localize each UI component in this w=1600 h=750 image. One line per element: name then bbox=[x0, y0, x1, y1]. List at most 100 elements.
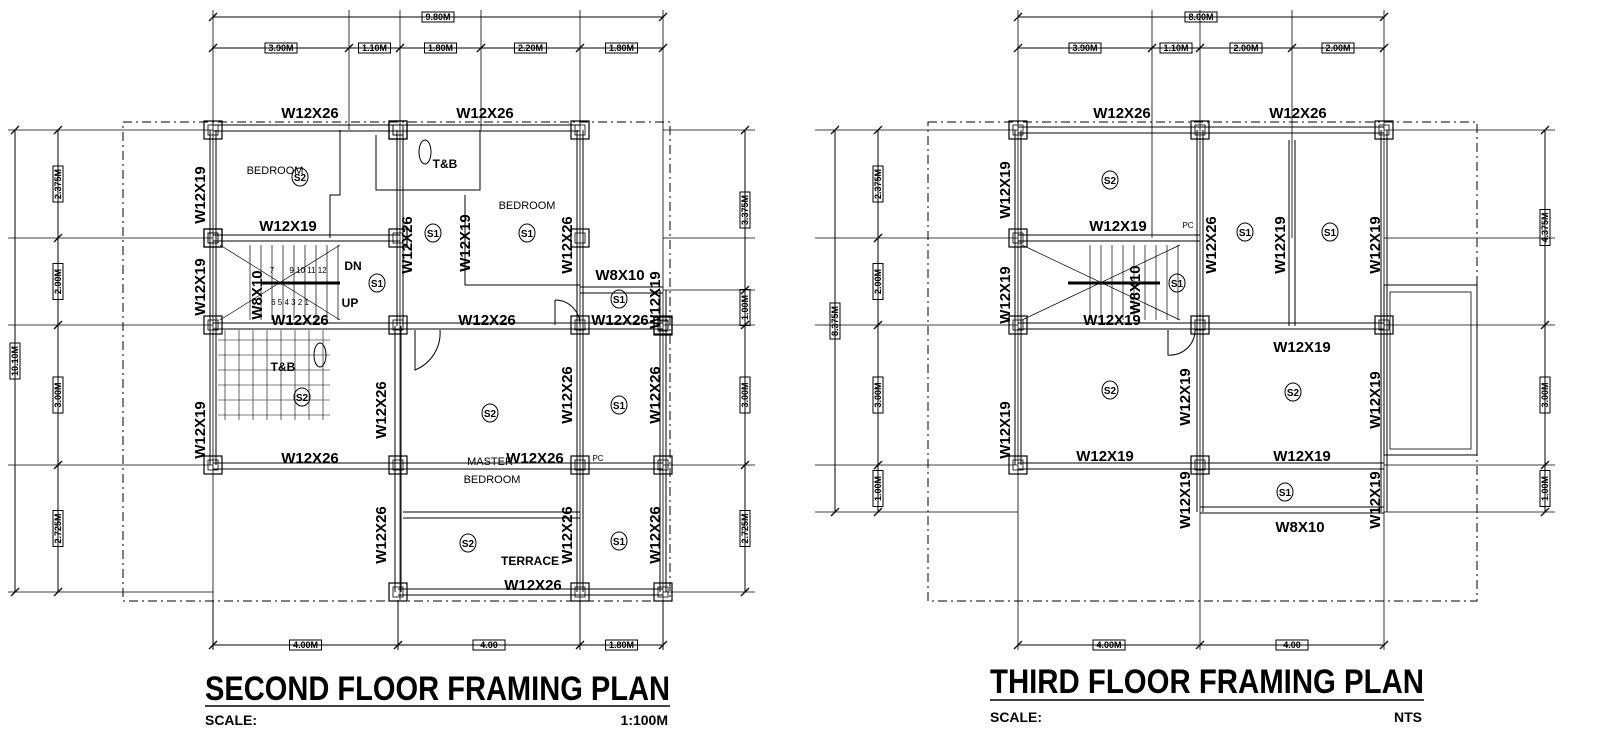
column bbox=[570, 582, 590, 602]
beam-label: W12X19 bbox=[192, 166, 209, 224]
dimension-left: 2.375M bbox=[873, 169, 883, 199]
third-floor-scale-value: NTS bbox=[1394, 709, 1422, 725]
room-label: UP bbox=[342, 296, 359, 310]
dim-mask bbox=[605, 42, 638, 54]
dimension-tick bbox=[395, 43, 405, 53]
dimension-tick bbox=[830, 507, 840, 517]
dimension-tick bbox=[208, 640, 218, 650]
slab-mark-circle bbox=[1276, 482, 1294, 502]
dimension-tick bbox=[740, 460, 750, 470]
dimension-top: 2.00M bbox=[1325, 43, 1350, 53]
dim-mask bbox=[1068, 42, 1102, 54]
column bbox=[570, 315, 590, 335]
dim-mask bbox=[358, 42, 391, 54]
slab-mark: S2 bbox=[294, 173, 307, 184]
dim-mask bbox=[1092, 639, 1126, 651]
dim-mask bbox=[1539, 209, 1551, 246]
roof-outline-dashed bbox=[927, 121, 1478, 602]
dim-mask bbox=[872, 165, 884, 203]
column-core bbox=[392, 319, 404, 331]
dimension-left: 2.00M bbox=[53, 269, 63, 294]
slab-mark-circle bbox=[610, 395, 628, 415]
beam-label: W12X19 bbox=[1273, 448, 1331, 465]
beam-label: W12X26 bbox=[271, 312, 329, 329]
column bbox=[388, 120, 408, 140]
slab-mark: S2 bbox=[296, 393, 309, 404]
beam-label: W12X19 bbox=[1367, 371, 1384, 429]
dim-mask bbox=[472, 639, 506, 651]
dim-mask bbox=[52, 263, 64, 300]
column bbox=[203, 120, 223, 140]
column bbox=[1008, 228, 1028, 248]
beam-label: W12X19 bbox=[997, 401, 1014, 459]
room-label: DN bbox=[344, 259, 361, 273]
slab-mark-circle bbox=[459, 533, 477, 553]
column bbox=[1374, 315, 1394, 335]
column-core bbox=[207, 459, 219, 471]
slab-mark-circle bbox=[518, 223, 536, 243]
dimension-top: 2.00M bbox=[1233, 43, 1258, 53]
beam-label: W12X26 bbox=[399, 216, 416, 274]
dimension-tick bbox=[1013, 640, 1023, 650]
dimension-tick bbox=[1287, 43, 1297, 53]
slab-mark: S2 bbox=[1104, 386, 1117, 397]
wall bbox=[464, 195, 580, 286]
dimension-overall-top: 9.80M bbox=[425, 12, 450, 22]
dimension-tick bbox=[1379, 640, 1389, 650]
balcony-inner bbox=[1389, 291, 1472, 450]
dim-mask bbox=[9, 342, 21, 380]
column bbox=[570, 455, 590, 475]
dim-mask bbox=[1321, 42, 1355, 54]
slab-mark-circle bbox=[610, 531, 628, 551]
slab-mark: S2 bbox=[1287, 388, 1300, 399]
pc-label: PC bbox=[1182, 221, 1193, 230]
column-core bbox=[574, 124, 586, 136]
column bbox=[388, 120, 408, 140]
dimension-tick bbox=[575, 43, 585, 53]
stair-number: 7 bbox=[270, 266, 275, 275]
beam-label: W12X26 bbox=[591, 312, 649, 329]
dim-mask bbox=[1539, 470, 1551, 507]
dimension-tick bbox=[1540, 460, 1550, 470]
slab-mark-circle bbox=[1101, 380, 1119, 400]
dimension-tick bbox=[658, 640, 668, 650]
dimension-tick bbox=[1195, 43, 1205, 53]
slab-mark-circle bbox=[424, 223, 442, 243]
dimension-tick bbox=[740, 587, 750, 597]
dimension-bottom: 4.00M bbox=[1096, 640, 1121, 650]
dimension-tick bbox=[393, 640, 403, 650]
column-core bbox=[392, 459, 404, 471]
column bbox=[653, 582, 673, 602]
dim-mask bbox=[872, 263, 884, 300]
dim-mask bbox=[52, 165, 64, 203]
dimension-tick bbox=[575, 640, 585, 650]
column bbox=[388, 228, 408, 248]
beam-label: W12X26 bbox=[1203, 216, 1220, 274]
beam-label: W12X26 bbox=[559, 216, 576, 274]
dimension-right: 3.375M bbox=[740, 195, 750, 225]
beam-label: W12X19 bbox=[1273, 339, 1331, 356]
dimension-tick bbox=[1379, 43, 1389, 53]
dimension-tick bbox=[1540, 125, 1550, 135]
dimension-tick bbox=[10, 587, 20, 597]
slab-mark: S1 bbox=[371, 279, 384, 290]
beam-label: W8X10 bbox=[1275, 519, 1324, 536]
dimension-left: 3.00M bbox=[53, 382, 63, 407]
column bbox=[203, 315, 223, 335]
slab-mark: S1 bbox=[1171, 279, 1184, 290]
room-label: BEDROOM bbox=[499, 200, 556, 212]
column bbox=[570, 120, 590, 140]
column-core bbox=[1012, 459, 1024, 471]
column-core bbox=[1378, 124, 1390, 136]
column bbox=[203, 228, 223, 248]
balcony bbox=[1383, 284, 1478, 456]
dim-mask bbox=[514, 42, 547, 54]
beam-label: W12X19 bbox=[192, 401, 209, 459]
dim-mask bbox=[1539, 376, 1551, 414]
beam-label: W12X26 bbox=[559, 366, 576, 424]
dim-mask bbox=[872, 376, 884, 414]
stair-number: 9 10 11 12 bbox=[289, 266, 327, 275]
dim-mask bbox=[605, 639, 638, 651]
dimension-right: 4.375M bbox=[1540, 212, 1550, 242]
second-floor-scale-label: SCALE: bbox=[205, 712, 257, 728]
